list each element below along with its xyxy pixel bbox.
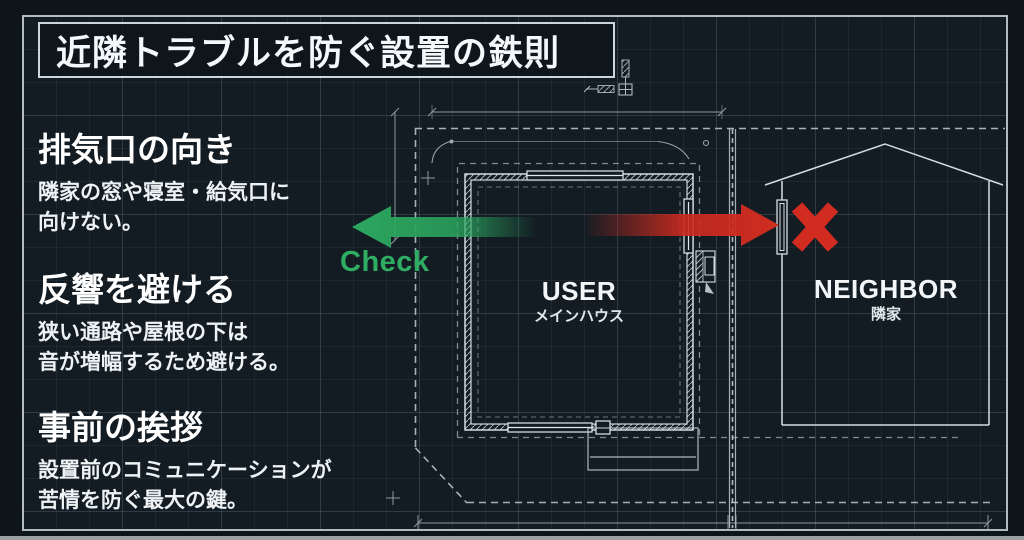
outdoor-unit <box>695 250 716 294</box>
page-title-text: 近隣トラブルを防ぐ設置の鉄則 <box>56 33 561 73</box>
user-house-name: USER <box>541 276 617 306</box>
cursor-arrow-icon <box>705 282 714 294</box>
rule-body-line: 向けない。 <box>38 210 143 234</box>
rule-body-line: 狭い通路や屋根の下は <box>38 320 248 344</box>
neighbor-window <box>776 199 788 255</box>
rule-section-advance-greeting: 事前の挨拶 設置前のコミュニケーションが 苦情を防ぐ最大の鍵。 <box>38 409 373 516</box>
rule-body-line: 苦情を防ぐ最大の鍵。 <box>38 488 248 512</box>
rule-heading: 排気口の向き <box>38 131 236 168</box>
rule-heading: 反響を避ける <box>38 271 236 308</box>
rule-body-line: 音が増幅するため避ける。 <box>38 350 290 374</box>
user-house-label: USER メインハウス <box>534 278 624 324</box>
drafting-symbol <box>583 59 633 96</box>
neighbor-house-subname: 隣家 <box>870 306 901 323</box>
bad-direction-arrow-icon <box>583 204 779 246</box>
door-arcs <box>431 139 710 164</box>
setback-lines <box>456 162 958 439</box>
rule-body-line: 隣家の窓や寝室・給気口に <box>38 180 290 204</box>
page-title: 近隣トラブルを防ぐ設置の鉄則 <box>38 22 615 78</box>
neighbor-house-name: NEIGHBOR <box>813 274 959 304</box>
porch <box>587 427 699 471</box>
dimension-lines <box>386 105 993 531</box>
neighbor-house <box>764 143 1004 426</box>
boundary-fence <box>728 129 737 528</box>
user-house-subname: メインハウス <box>533 308 625 325</box>
property-boundary-lines <box>414 127 1005 504</box>
neighbor-house-label: NEIGHBOR 隣家 <box>814 276 958 322</box>
bottom-light-bar <box>0 536 1024 540</box>
rule-section-avoid-reverberation: 反響を避ける 狭い通路や屋根の下は 音が増幅するため避ける。 <box>38 271 373 378</box>
prohibited-x-icon <box>791 202 839 252</box>
rule-heading: 事前の挨拶 <box>38 409 203 446</box>
rule-body-line: 設置前のコミュニケーションが <box>38 458 332 482</box>
good-direction-arrow-icon <box>352 206 537 248</box>
rule-section-exhaust-direction: 排気口の向き 隣家の窓や寝室・給気口に 向けない。 <box>38 131 373 238</box>
check-label: Check <box>340 246 430 278</box>
drawing-frame <box>22 15 1008 531</box>
